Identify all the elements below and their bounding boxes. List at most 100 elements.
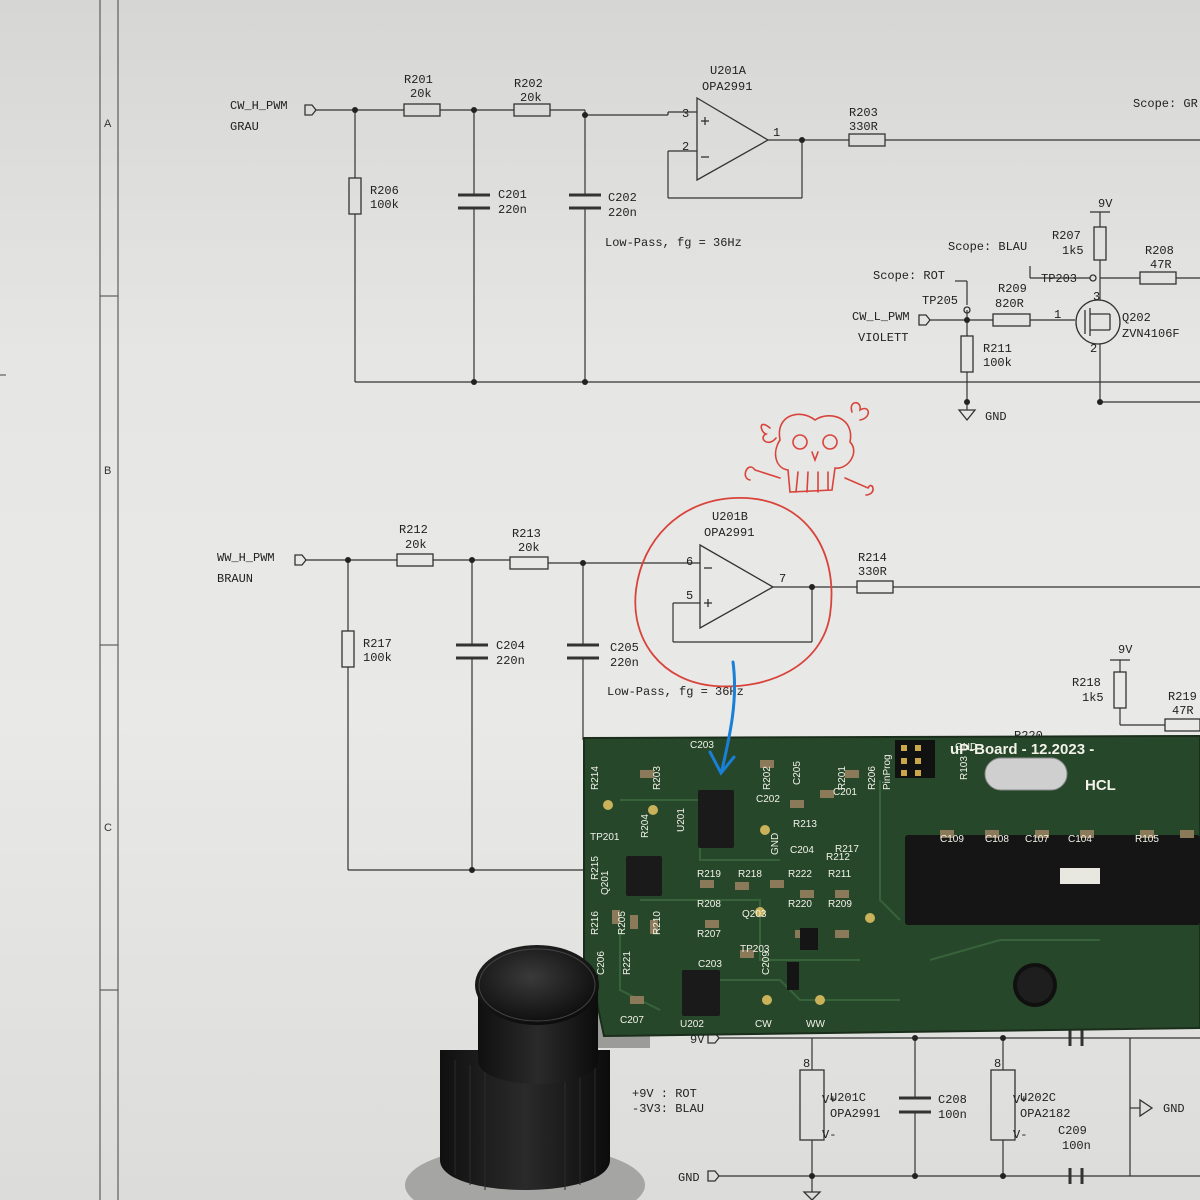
r211-value: 100k bbox=[983, 356, 1012, 370]
pcb-silk-label: C209 bbox=[761, 951, 772, 975]
pcb-gnd-label: GND bbox=[955, 742, 977, 753]
r213-ref: R213 bbox=[512, 527, 541, 541]
u201b-pin6: 6 bbox=[686, 555, 693, 569]
pcb-silk-label: R103 bbox=[959, 756, 970, 780]
pcb-board bbox=[583, 734, 1200, 1048]
c205-value: 220n bbox=[610, 656, 639, 670]
c204-ref: C204 bbox=[496, 639, 525, 653]
u201c-vminus: V- bbox=[822, 1128, 836, 1142]
q202-pin1: 1 bbox=[1054, 308, 1061, 322]
pcb-silk-label: R203 bbox=[652, 766, 663, 790]
c209-value: 100n bbox=[1062, 1139, 1091, 1153]
pcb-silk-label: C202 bbox=[756, 794, 780, 805]
cw-l-pwm-net: CW_L_PWM bbox=[852, 310, 910, 324]
r207-ref: R207 bbox=[1052, 229, 1081, 243]
u201a-pin1: 1 bbox=[773, 126, 780, 140]
pcb-silk-label: C107 bbox=[1025, 834, 1049, 845]
pcb-silk-label: R204 bbox=[640, 814, 651, 838]
r212-ref: R212 bbox=[399, 523, 428, 537]
pcb-silk-label: R218 bbox=[738, 869, 762, 880]
r219-ref: R219 bbox=[1168, 690, 1197, 704]
power-gnd-left: GND bbox=[678, 1171, 700, 1185]
bottom-circuit-parts bbox=[294, 543, 1200, 732]
pcb-silk-label: R212 bbox=[826, 852, 850, 863]
power-section-junctions bbox=[809, 1035, 1006, 1179]
cw-h-pwm-color: GRAU bbox=[230, 120, 259, 134]
cw-h-pwm-net: CW_H_PWM bbox=[230, 99, 288, 113]
pcb-silk-label: R219 bbox=[697, 869, 721, 880]
c204-value: 220n bbox=[496, 654, 525, 668]
pcb-silk-label: TP201 bbox=[590, 832, 620, 843]
r218-ref: R218 bbox=[1072, 676, 1101, 690]
c202-value: 220n bbox=[608, 206, 637, 220]
pcb-silk-label: Q203 bbox=[742, 909, 767, 920]
power-section-parts bbox=[707, 1030, 1154, 1200]
u201b-pin5: 5 bbox=[686, 589, 693, 603]
u202c-vplus: V+ bbox=[1013, 1093, 1027, 1107]
pcb-silk-label: C204 bbox=[790, 845, 814, 856]
pcb-silk-label: C207 bbox=[620, 1015, 644, 1026]
r214-value: 330R bbox=[858, 565, 887, 579]
pcb-silk-label: C104 bbox=[1068, 834, 1092, 845]
pcb-silk-label: CW bbox=[755, 1019, 772, 1030]
pcb-title: uP-Board - 12.2023 - bbox=[950, 741, 1094, 758]
u201b-ref: U201B bbox=[712, 510, 748, 524]
pcb-silk-label: Q201 bbox=[600, 870, 611, 895]
bottom-circuit-wires bbox=[305, 559, 1200, 871]
pcb-silk-label: C109 bbox=[940, 834, 964, 845]
r203-ref: R203 bbox=[849, 106, 878, 120]
power-note-9v: +9V : ROT bbox=[632, 1087, 697, 1101]
frame-row-b: B bbox=[104, 465, 111, 477]
pcb-silk-label: R207 bbox=[697, 929, 721, 940]
r203-value: 330R bbox=[849, 120, 878, 134]
bottom-9v-label: 9V bbox=[1118, 643, 1133, 657]
power-9v-net: 9V bbox=[690, 1033, 705, 1047]
red-circle-marking bbox=[634, 497, 833, 688]
r218-value: 1k5 bbox=[1082, 691, 1104, 705]
u201a-ref: U201A bbox=[710, 64, 747, 78]
power-gnd-right: GND bbox=[1163, 1102, 1185, 1116]
u202c-part: OPA2182 bbox=[1020, 1107, 1070, 1121]
pcb-silk-label: C108 bbox=[985, 834, 1009, 845]
scope-gr-label: Scope: GR bbox=[1133, 97, 1198, 111]
frame-row-c: C bbox=[104, 822, 112, 834]
c205-ref: C205 bbox=[610, 641, 639, 655]
u201b-pin7: 7 bbox=[779, 572, 786, 586]
c209-ref: C209 bbox=[1058, 1124, 1087, 1138]
pcb-silk-label: R205 bbox=[617, 911, 628, 935]
skull-doodle bbox=[744, 401, 874, 496]
u201b-part: OPA2991 bbox=[704, 526, 754, 540]
tp205-label: TP205 bbox=[922, 294, 958, 308]
pcb-silk-label: WW bbox=[806, 1019, 825, 1030]
pcb-pinprog-label: PinProg bbox=[882, 754, 893, 790]
r219-value: 47R bbox=[1172, 704, 1194, 718]
u201c-pin8: 8 bbox=[803, 1057, 810, 1071]
cw-l-pwm-color: VIOLETT bbox=[858, 331, 908, 345]
r212-value: 20k bbox=[405, 538, 427, 552]
bottom-circuit-junctions bbox=[345, 557, 815, 873]
pcb-silk-label: R202 bbox=[762, 766, 773, 790]
u202c-pin8: 8 bbox=[994, 1057, 1001, 1071]
u201c-vplus: V+ bbox=[822, 1093, 836, 1107]
pcb-silk-label: R209 bbox=[828, 899, 852, 910]
pcb-silk-label: TP203 bbox=[740, 944, 770, 955]
u201a-part: OPA2991 bbox=[702, 80, 752, 94]
r214-ref: R214 bbox=[858, 551, 887, 565]
c201-value: 220n bbox=[498, 203, 527, 217]
pcb-silk-label: R208 bbox=[697, 899, 721, 910]
u201a-pin2: 2 bbox=[682, 140, 689, 154]
r206-ref: R206 bbox=[370, 184, 399, 198]
frame-row-a: A bbox=[104, 118, 112, 130]
scope-blau-label: Scope: BLAU bbox=[948, 240, 1027, 254]
top-filter-note: Low-Pass, fg = 36Hz bbox=[605, 236, 742, 250]
ww-h-pwm-net: WW_H_PWM bbox=[217, 551, 275, 565]
c202-ref: C202 bbox=[608, 191, 637, 205]
pcb-silk-label: R222 bbox=[788, 869, 812, 880]
r206-value: 100k bbox=[370, 198, 399, 212]
ww-h-pwm-color: BRAUN bbox=[217, 572, 253, 586]
pcb-silk-label: R214 bbox=[590, 766, 601, 790]
q202-part: ZVN4106F bbox=[1122, 327, 1180, 341]
r208-ref: R208 bbox=[1145, 244, 1174, 258]
